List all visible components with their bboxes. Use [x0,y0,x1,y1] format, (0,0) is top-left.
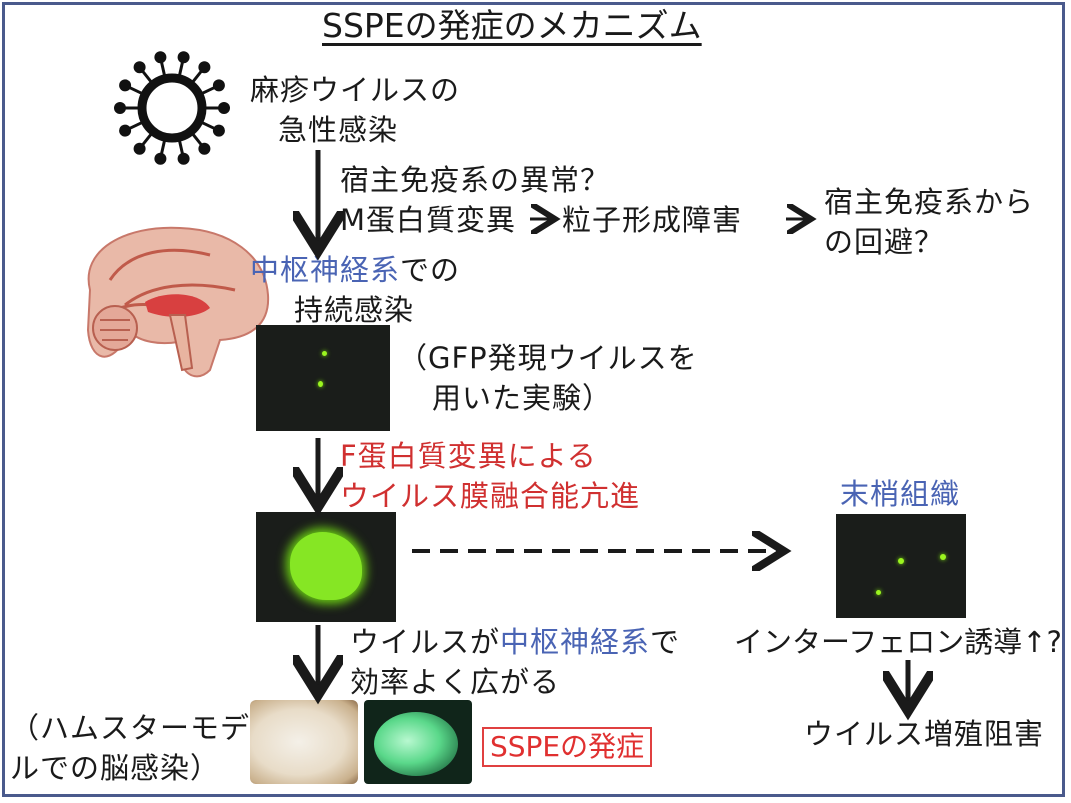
spread-line2: 効率よく広がる [350,665,561,699]
spread-prefix: ウイルスが [350,625,501,659]
particle-formation-defect: 粒子形成障害 [562,203,743,237]
spread-line1: ウイルスが中枢神経系で [350,622,680,662]
host-immune-question: 宿主免疫系の異常？ [340,163,611,197]
spread-highlight: 中枢神経系 [500,625,651,659]
m-protein-mutation: M蛋白質変異 [340,203,517,237]
hamster-brain-photo [250,700,358,784]
cns-line1: 中枢神経系での [250,250,460,290]
f-protein-mutation-line1: F蛋白質変異による [340,439,597,473]
slide-title: SSPEの発症のメカニズム [322,6,702,45]
virus-replication-inhibition: ウイルス増殖阻害 [804,717,1045,751]
hamster-brain-gfp-signal [374,712,458,776]
cns-suffix: での [400,253,461,287]
sspe-onset-box: SSPEの発症 [482,727,653,767]
gfp-spot [318,381,323,387]
interferon-induction: インターフェロン誘導↑? [734,625,1062,659]
hamster-brain-gfp-photo [364,700,472,784]
gfp-note-line1: （GFP発現ウイルスを [398,341,698,375]
gfp-spot [322,351,327,356]
gfp-cluster [290,532,362,600]
spread-suffix: で [650,625,681,659]
gfp-image-peripheral [836,514,966,618]
gfp-note-line2: 用いた実験） [432,381,613,415]
acute-infection-line1: 麻疹ウイルスの [250,73,461,107]
gfp-image-sparse [256,325,390,431]
hamster-model-line1: （ハムスターモデ [10,711,251,745]
f-protein-mutation-line2: ウイルス膜融合能亢進 [340,479,641,513]
gfp-image-spread [256,512,396,622]
immune-escape-line1: 宿主免疫系から [824,185,1035,219]
gfp-spot [940,554,946,560]
acute-infection-line2: 急性感染 [278,113,399,147]
gfp-spot [898,558,904,564]
cns-highlight: 中枢神経系 [250,253,401,287]
gfp-spot [876,590,881,595]
peripheral-tissue: 末梢組織 [840,477,961,511]
hamster-model-line2: ルでの脳感染） [10,751,221,785]
persistent-infection: 持続感染 [294,293,415,327]
immune-escape-line2: の回避？ [824,225,945,259]
